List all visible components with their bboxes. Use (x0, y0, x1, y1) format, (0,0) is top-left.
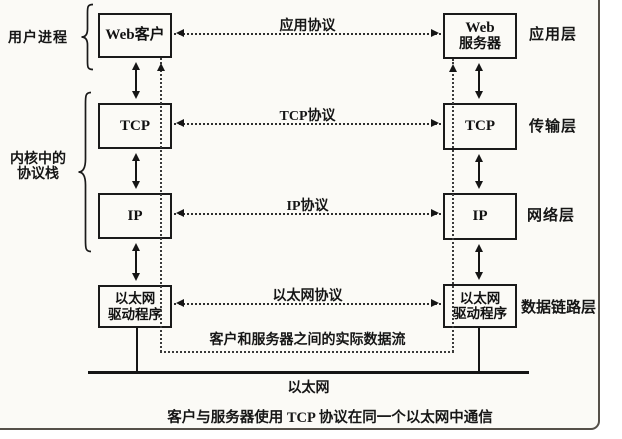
server-tcp-ip-arrow-icon (474, 154, 483, 189)
ip-protocol-label: IP协议 (286, 199, 329, 214)
server-web-line1: Web (465, 19, 495, 36)
tcp-protocol-label: TCP协议 (279, 109, 336, 124)
diagram-caption: 客户与服务器使用 TCP 协议在同一个以太网中通信 (167, 410, 493, 426)
user-process-label: 用户进程 (8, 31, 68, 46)
client-bus-drop-line (136, 328, 138, 372)
server-bus-drop-line (478, 328, 480, 372)
server-ip-label: IP (472, 208, 488, 225)
client-web-label: Web客户 (105, 27, 165, 44)
client-driver-line2: 驱动程序 (108, 306, 162, 322)
kernel-stack-line2: 协议栈 (17, 167, 59, 182)
server-ip-driver-arrow-icon (474, 244, 483, 280)
client-web-tcp-arrow-icon (131, 62, 140, 99)
server-driver-line1: 以太网 (459, 290, 501, 306)
ethernet-protocol-line (174, 299, 441, 307)
application-protocol-label: 应用协议 (279, 19, 336, 34)
server-web-tcp-arrow-icon (474, 63, 483, 99)
paper-background (0, 0, 600, 430)
client-ip-box: IP (98, 193, 172, 239)
actual-data-flow-label: 客户和服务器之间的实际数据流 (209, 333, 406, 348)
server-tcp-box: TCP (443, 103, 517, 150)
server-data-flow-dotted-line (452, 59, 454, 352)
network-layer-label: 网络层 (527, 208, 576, 224)
server-web-line2: 服务器 (459, 36, 501, 52)
kernel-stack-label: 内核中的 协议栈 (6, 152, 70, 182)
application-layer-label: 应用层 (529, 27, 578, 43)
server-tcp-label: TCP (465, 118, 495, 135)
tcp-protocol-line (174, 119, 441, 127)
server-driver-line2: 驱动程序 (453, 306, 507, 321)
client-web-box: Web客户 (98, 13, 172, 58)
application-protocol-line (174, 29, 441, 37)
client-data-flow-dotted-line (160, 58, 162, 352)
client-data-flow-up-arrow-icon (157, 59, 165, 71)
ip-protocol-line (174, 209, 441, 217)
server-ethernet-driver-box: 以太网 驱动程序 (443, 284, 517, 328)
server-ip-box: IP (443, 193, 517, 240)
kernel-stack-brace-icon (77, 91, 95, 253)
server-web-box: Web 服务器 (443, 13, 517, 59)
user-process-brace-icon (80, 3, 96, 71)
client-ethernet-driver-box: 以太网 驱动程序 (98, 285, 172, 328)
client-tcp-ip-arrow-icon (131, 153, 140, 189)
transport-layer-label: 传输层 (529, 119, 578, 135)
ethernet-bus-line (88, 371, 529, 374)
kernel-stack-line1: 内核中的 (10, 152, 66, 167)
client-tcp-box: TCP (98, 103, 172, 149)
client-tcp-label: TCP (120, 117, 150, 134)
ethernet-protocol-label: 以太网协议 (272, 289, 343, 304)
data-link-layer-label: 数据链路层 (521, 300, 597, 316)
client-ip-driver-arrow-icon (131, 243, 140, 281)
client-driver-line1: 以太网 (114, 291, 156, 307)
client-ip-label: IP (127, 207, 143, 224)
server-data-flow-up-arrow-icon (449, 60, 457, 72)
data-flow-bottom-dotted-line (160, 351, 454, 353)
ethernet-bus-label: 以太网 (287, 381, 330, 396)
